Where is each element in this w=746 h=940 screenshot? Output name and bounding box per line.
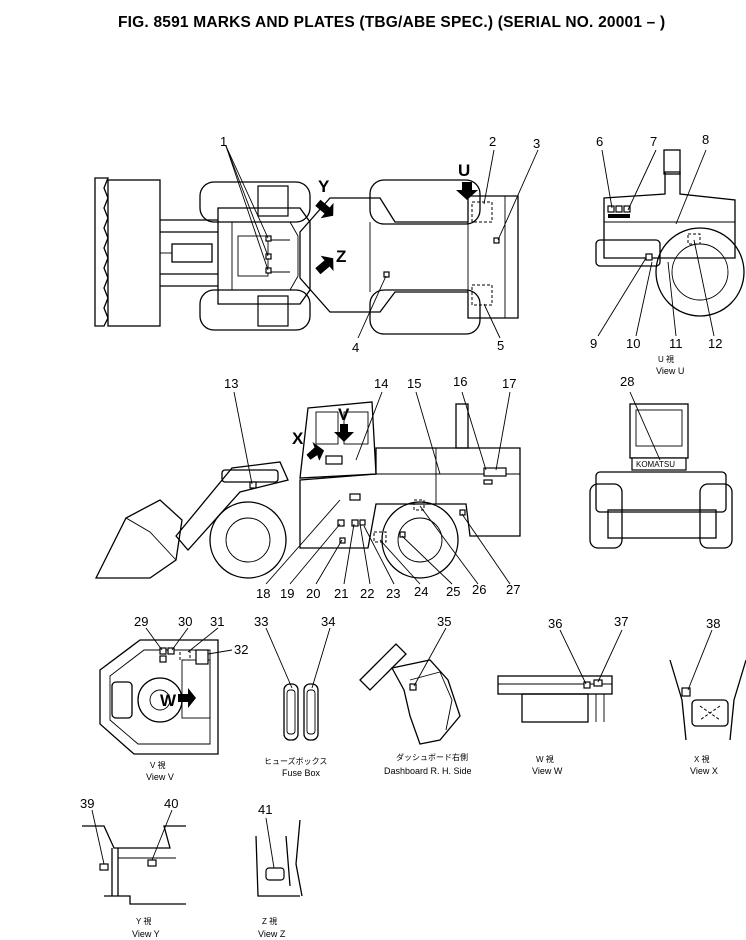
callout-40: 40 bbox=[164, 796, 178, 811]
callout-39: 39 bbox=[80, 796, 94, 811]
caption-dash-jp: ダッシュボード右側 bbox=[396, 752, 468, 762]
caption-view-v: View V bbox=[146, 772, 174, 782]
view-v-drawing: W bbox=[99, 627, 233, 755]
callout-13: 13 bbox=[224, 376, 238, 391]
side-view-drawing: V X bbox=[94, 391, 521, 585]
callout-15: 15 bbox=[407, 376, 421, 391]
caption-view-z: View Z bbox=[258, 929, 286, 939]
front-view-drawing: KOMATSU bbox=[589, 391, 733, 549]
caption-view-w: View W bbox=[532, 766, 563, 776]
callout-4: 4 bbox=[352, 340, 359, 355]
callout-24: 24 bbox=[414, 584, 428, 599]
callout-21: 21 bbox=[334, 586, 348, 601]
view-marker-y: Y bbox=[318, 177, 330, 196]
view-y-drawing bbox=[82, 809, 186, 905]
callout-29: 29 bbox=[134, 614, 148, 629]
callout-30: 30 bbox=[178, 614, 192, 629]
callout-18: 18 bbox=[256, 586, 270, 601]
caption-view-w-jp: W 視 bbox=[536, 755, 554, 764]
caption-dash: Dashboard R. H. Side bbox=[384, 766, 472, 776]
callout-6: 6 bbox=[596, 134, 603, 149]
caption-view-y-jp: Y 視 bbox=[136, 917, 151, 926]
dashboard-drawing bbox=[359, 627, 461, 745]
callout-36: 36 bbox=[548, 616, 562, 631]
callout-17: 17 bbox=[502, 376, 516, 391]
caption-fuse: Fuse Box bbox=[282, 768, 321, 778]
callout-31: 31 bbox=[210, 614, 224, 629]
fuse-box-drawing bbox=[265, 627, 331, 741]
caption-fuse-jp: ヒューズボックス bbox=[264, 756, 327, 766]
callout-41: 41 bbox=[258, 802, 272, 817]
callout-38: 38 bbox=[706, 616, 720, 631]
callout-33: 33 bbox=[254, 614, 268, 629]
top-view-drawing: Y Z U bbox=[94, 145, 539, 339]
view-marker-x: X bbox=[292, 429, 304, 448]
callout-5: 5 bbox=[497, 338, 504, 353]
caption-view-x-jp: X 視 bbox=[694, 755, 710, 764]
caption-view-z-jp: Z 視 bbox=[262, 917, 277, 926]
callout-27: 27 bbox=[506, 582, 520, 597]
view-w-drawing bbox=[497, 629, 623, 723]
callout-3: 3 bbox=[533, 136, 540, 151]
callout-12: 12 bbox=[708, 336, 722, 351]
callout-9: 9 bbox=[590, 336, 597, 351]
view-z-drawing bbox=[255, 817, 303, 897]
caption-view-u-jp: U 視 bbox=[658, 355, 674, 364]
callout-22: 22 bbox=[360, 586, 374, 601]
view-captions: U 視 View U V 視 View V ヒューズボックス Fuse Box … bbox=[132, 355, 718, 939]
callout-numbers: 1 2 3 4 5 6 7 8 9 10 11 12 13 14 15 16 1… bbox=[80, 132, 722, 817]
callout-26: 26 bbox=[472, 582, 486, 597]
callout-14: 14 bbox=[374, 376, 388, 391]
view-marker-w: W bbox=[160, 691, 177, 710]
callout-35: 35 bbox=[437, 614, 451, 629]
callout-7: 7 bbox=[650, 134, 657, 149]
callout-25: 25 bbox=[446, 584, 460, 599]
view-u-drawing bbox=[595, 149, 745, 337]
caption-view-v-jp: V 視 bbox=[150, 761, 166, 770]
callout-34: 34 bbox=[321, 614, 335, 629]
figure-title: FIG. 8591 MARKS AND PLATES (TBG/ABE SPEC… bbox=[118, 14, 666, 31]
view-marker-u: U bbox=[458, 161, 470, 180]
caption-view-u: View U bbox=[656, 366, 684, 376]
view-marker-z: Z bbox=[336, 247, 346, 266]
callout-20: 20 bbox=[306, 586, 320, 601]
callout-23: 23 bbox=[386, 586, 400, 601]
callout-11: 11 bbox=[669, 336, 683, 351]
brand-plate: KOMATSU bbox=[636, 460, 675, 469]
callout-8: 8 bbox=[702, 132, 709, 147]
caption-view-y: View Y bbox=[132, 929, 160, 939]
callout-37: 37 bbox=[614, 614, 628, 629]
callout-32: 32 bbox=[234, 642, 248, 657]
callout-16: 16 bbox=[453, 374, 467, 389]
callout-28: 28 bbox=[620, 374, 634, 389]
callout-1: 1 bbox=[220, 134, 227, 149]
callout-2: 2 bbox=[489, 134, 496, 149]
view-marker-v: V bbox=[338, 405, 350, 424]
view-x-drawing bbox=[669, 629, 746, 741]
callout-10: 10 bbox=[626, 336, 640, 351]
caption-view-x: View X bbox=[690, 766, 718, 776]
callout-19: 19 bbox=[280, 586, 294, 601]
